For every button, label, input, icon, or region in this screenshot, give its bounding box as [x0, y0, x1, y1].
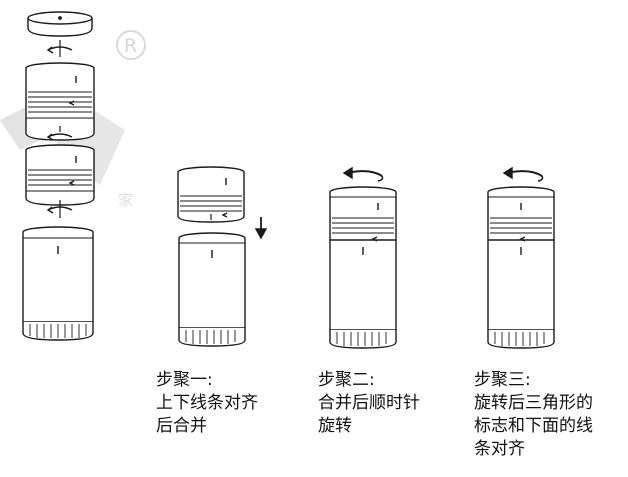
rotate-arrow-small	[46, 200, 73, 218]
tier-module-2	[25, 144, 95, 206]
step2-illustration	[329, 166, 397, 349]
step1-illustration	[177, 166, 268, 347]
step1-title: 步聚一:	[156, 370, 213, 390]
assembled-unit	[329, 186, 397, 349]
step3-caption: 步聚三: 旋转后三角形的 标志和下面的线 条对齐	[474, 369, 593, 461]
exploded-stack	[22, 11, 95, 341]
step1-caption: 步聚一: 上下线条对齐 后合并	[156, 369, 258, 438]
rotate-arrow-small	[46, 40, 73, 57]
rotate-arrow-large	[342, 166, 384, 182]
down-arrow	[254, 217, 268, 240]
step3-illustration	[487, 166, 555, 349]
registered-mark-letter: R	[124, 35, 137, 57]
step1-line: 上下线条对齐	[156, 393, 258, 413]
top-cap	[27, 11, 93, 37]
base-unit	[178, 232, 246, 347]
step2-caption: 步聚二: 合并后顺时针 旋转	[318, 369, 420, 438]
step3-line: 旋转后三角形的	[474, 393, 593, 413]
assembled-unit	[487, 186, 555, 349]
watermark-text: 家	[118, 191, 133, 209]
step3-line: 条对齐	[474, 439, 525, 459]
step2-line: 旋转	[318, 416, 352, 436]
step3-title: 步聚三:	[474, 370, 531, 390]
registered-mark-circle	[116, 30, 146, 60]
rotate-arrow-small	[46, 133, 73, 141]
step2-line: 合并后顺时针	[318, 393, 420, 413]
upper-module	[177, 166, 245, 223]
rotate-arrow-large	[502, 166, 544, 182]
step1-line: 后合并	[156, 416, 207, 436]
base-unit	[22, 226, 94, 341]
tier-module-1	[25, 62, 95, 141]
step2-title: 步聚二:	[318, 370, 375, 390]
step3-line: 标志和下面的线	[474, 416, 593, 436]
